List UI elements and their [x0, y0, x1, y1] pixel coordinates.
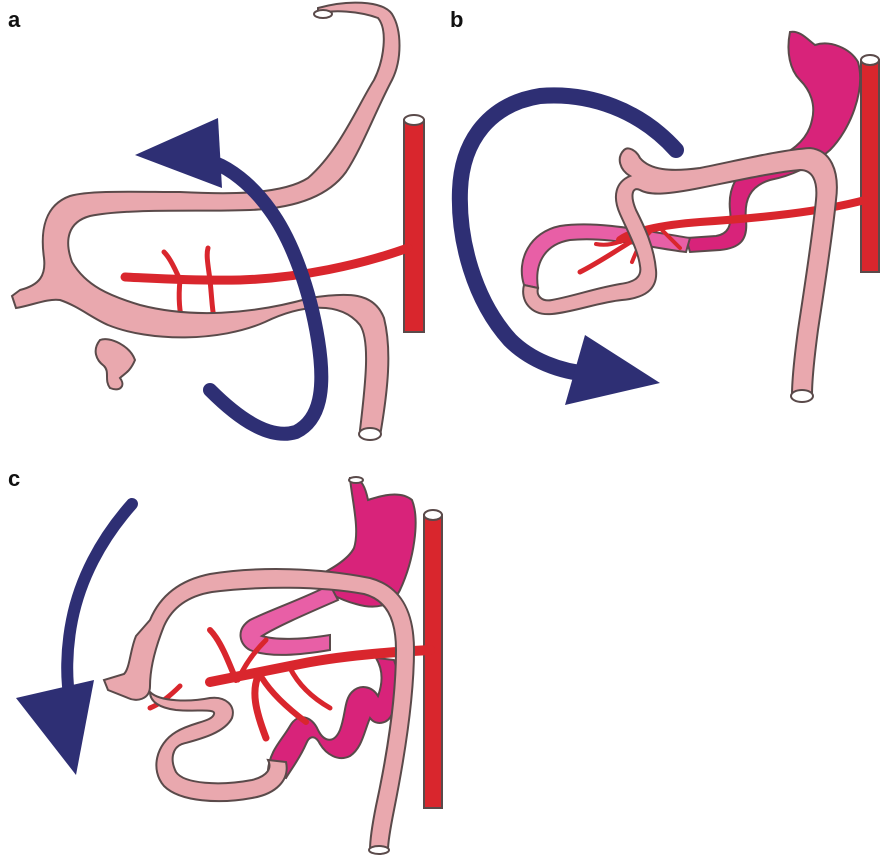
panel-c-jejunal-loop	[241, 585, 338, 655]
panel-a: a	[8, 3, 424, 440]
panel-a-bowel-loop	[12, 3, 400, 440]
panel-c: c	[8, 466, 442, 854]
panel-c-aorta	[424, 510, 442, 808]
panel-c-label: c	[8, 466, 20, 491]
panel-a-label: a	[8, 7, 21, 32]
panel-b-aorta	[861, 55, 879, 272]
panel-c-rotation-arrow	[16, 504, 132, 775]
panel-a-aorta	[404, 115, 424, 332]
panel-b: b	[450, 7, 879, 405]
panel-c-wavy-bowel	[268, 658, 398, 778]
panel-b-label: b	[450, 7, 463, 32]
